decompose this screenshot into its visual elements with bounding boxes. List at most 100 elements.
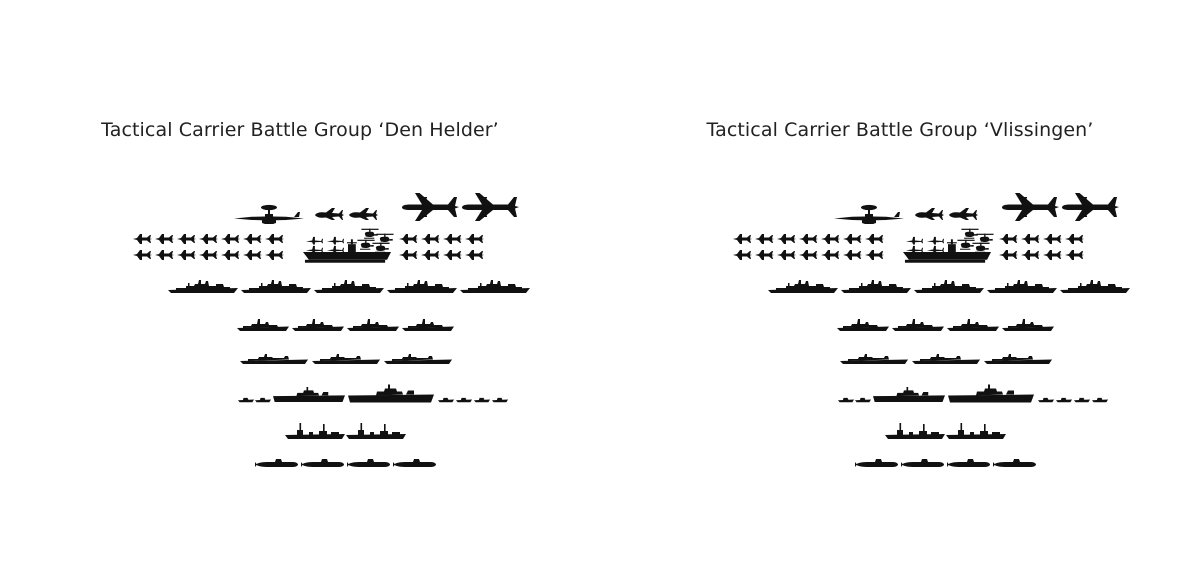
- drone-icon: [348, 207, 378, 221]
- fighter-jet-icon: [242, 233, 262, 245]
- transport-aircraft-icon: [1060, 178, 1120, 236]
- fighter-jet-icon: [198, 249, 218, 261]
- destroyer-icon: [987, 278, 1057, 294]
- fighter-jet-icon: [998, 249, 1018, 261]
- fighter-jet-icon: [864, 249, 884, 261]
- fighter-jet-icon: [998, 233, 1018, 245]
- fighter-jet-icon: [264, 233, 284, 245]
- amphibious-ship-icon: [948, 383, 1034, 404]
- destroyer-icon: [314, 278, 384, 294]
- battle-group-vlissingen: Tactical Carrier Battle Group ‘Vlissinge…: [600, 0, 1200, 586]
- fighter-jet-icon: [842, 233, 862, 245]
- destroyer-icon: [768, 278, 838, 294]
- destroyer-icon: [460, 278, 530, 294]
- fighter-jet-icon: [132, 249, 152, 261]
- fighter-jet-icon: [1020, 233, 1040, 245]
- fighter-jet-icon: [1020, 249, 1040, 261]
- submarine-icon: [855, 458, 899, 468]
- submarine-icon: [301, 458, 345, 468]
- transport-aircraft-icon: [1000, 178, 1060, 236]
- frigate-icon: [1002, 318, 1054, 332]
- submarine-icon: [255, 458, 299, 468]
- frigate-icon: [292, 318, 344, 332]
- fighter-jet-icon: [176, 233, 196, 245]
- battle-group-den-helder: Tactical Carrier Battle Group ‘Den Helde…: [101, 119, 600, 586]
- fighter-jet-icon: [154, 249, 174, 261]
- patrol-boat-icon: [838, 396, 854, 403]
- fighter-jet-icon: [776, 249, 796, 261]
- fighter-jet-icon: [398, 233, 418, 245]
- supply-ship-icon: [285, 422, 345, 440]
- fighter-jet-icon: [464, 249, 484, 261]
- group-title: Tactical Carrier Battle Group ‘Vlissinge…: [706, 119, 1094, 141]
- fighter-jet-icon: [1042, 249, 1062, 261]
- fighter-jet-icon: [754, 249, 774, 261]
- submarine-icon: [347, 458, 391, 468]
- patrol-boat-icon: [456, 396, 472, 403]
- destroyer-icon: [241, 278, 311, 294]
- destroyer-icon: [841, 278, 911, 294]
- fighter-jet-icon: [420, 233, 440, 245]
- fighter-jet-icon: [132, 233, 152, 245]
- corvette-icon: [312, 353, 380, 365]
- patrol-boat-icon: [255, 396, 271, 403]
- frigate-icon: [947, 318, 999, 332]
- frigate-icon: [837, 318, 889, 332]
- supply-ship-icon: [346, 422, 406, 440]
- drone-icon: [914, 207, 944, 221]
- amphibious-ship-icon: [273, 385, 345, 404]
- destroyer-icon: [168, 278, 238, 294]
- fighter-jet-icon: [864, 233, 884, 245]
- fighter-jet-icon: [154, 233, 174, 245]
- patrol-boat-icon: [438, 396, 454, 403]
- fighter-jet-icon: [220, 233, 240, 245]
- fighter-jet-icon: [442, 249, 462, 261]
- corvette-icon: [240, 353, 308, 365]
- submarine-icon: [993, 458, 1037, 468]
- frigate-icon: [237, 318, 289, 332]
- aircraft-carrier-icon: [903, 238, 991, 264]
- fighter-jet-icon: [1064, 233, 1084, 245]
- fighter-jet-icon: [820, 233, 840, 245]
- corvette-icon: [912, 353, 980, 365]
- submarine-icon: [947, 458, 991, 468]
- fighter-jet-icon: [264, 249, 284, 261]
- fighter-jet-icon: [754, 233, 774, 245]
- corvette-icon: [840, 353, 908, 365]
- fighter-jet-icon: [398, 249, 418, 261]
- fighter-jet-icon: [732, 233, 752, 245]
- fighter-jet-icon: [242, 249, 262, 261]
- fighter-jet-icon: [1042, 233, 1062, 245]
- fighter-jet-icon: [798, 233, 818, 245]
- amphibious-ship-icon: [873, 385, 945, 404]
- fighter-jet-icon: [732, 249, 752, 261]
- awacs-aircraft-icon: [232, 203, 306, 225]
- submarine-icon: [901, 458, 945, 468]
- destroyer-icon: [914, 278, 984, 294]
- frigate-icon: [892, 318, 944, 332]
- fighter-jet-icon: [442, 233, 462, 245]
- destroyer-icon: [1060, 278, 1130, 294]
- frigate-icon: [402, 318, 454, 332]
- patrol-boat-icon: [1074, 396, 1090, 403]
- drone-icon: [948, 207, 978, 221]
- fighter-jet-icon: [820, 249, 840, 261]
- frigate-icon: [347, 318, 399, 332]
- fighter-jet-icon: [220, 249, 240, 261]
- patrol-boat-icon: [1056, 396, 1072, 403]
- supply-ship-icon: [946, 422, 1006, 440]
- fighter-jet-icon: [776, 233, 796, 245]
- submarine-icon: [393, 458, 437, 468]
- fighter-jet-icon: [464, 233, 484, 245]
- fighter-jet-icon: [176, 249, 196, 261]
- drone-icon: [314, 207, 344, 221]
- destroyer-icon: [387, 278, 457, 294]
- transport-aircraft-icon: [400, 178, 460, 236]
- group-title: Tactical Carrier Battle Group ‘Den Helde…: [101, 119, 499, 141]
- patrol-boat-icon: [492, 396, 508, 403]
- transport-aircraft-icon: [460, 178, 520, 236]
- fighter-jet-icon: [1064, 249, 1084, 261]
- corvette-icon: [384, 353, 452, 365]
- fighter-jet-icon: [198, 233, 218, 245]
- patrol-boat-icon: [474, 396, 490, 403]
